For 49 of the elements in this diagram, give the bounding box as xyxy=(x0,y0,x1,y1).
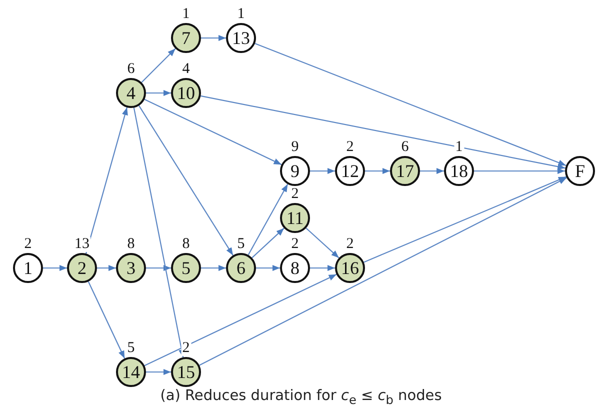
activity-node: 13 xyxy=(226,23,256,53)
activity-node-highlighted: 4 xyxy=(116,78,146,108)
activity-node-highlighted: 16 xyxy=(335,253,365,283)
activity-node-highlighted: 15 xyxy=(171,357,201,387)
activity-node: F xyxy=(565,156,595,186)
arrow xyxy=(144,98,282,166)
arrow xyxy=(364,176,566,263)
arrow xyxy=(256,264,280,272)
arrow xyxy=(141,48,176,83)
activity-node-highlighted: 6 xyxy=(226,253,256,283)
activity-node: 9 xyxy=(280,156,310,186)
arrow xyxy=(310,264,335,272)
duration-label: 13 xyxy=(74,237,90,252)
activity-node-highlighted: 17 xyxy=(390,156,420,186)
arrow xyxy=(138,105,234,256)
duration-label: 2 xyxy=(181,341,191,356)
arrow xyxy=(97,264,116,272)
activity-node-highlighted: 10 xyxy=(171,78,201,108)
arrow xyxy=(306,228,340,258)
arrow xyxy=(365,168,390,174)
activity-node: 1 xyxy=(13,253,43,283)
activity-node: 18 xyxy=(444,156,474,186)
arrow xyxy=(201,264,226,272)
activity-node-highlighted: 11 xyxy=(280,203,310,233)
arrow xyxy=(146,368,171,376)
arrow xyxy=(133,108,185,358)
arrow xyxy=(146,264,171,272)
activity-node-highlighted: 5 xyxy=(171,253,201,283)
activity-node-highlighted: 3 xyxy=(116,253,146,283)
arrow xyxy=(252,228,284,258)
activity-node: 12 xyxy=(335,156,365,186)
arrow xyxy=(201,34,226,42)
arrow xyxy=(310,168,335,174)
arrow xyxy=(88,281,126,359)
activity-node-highlighted: 2 xyxy=(67,253,97,283)
activity-node-highlighted: 14 xyxy=(116,357,146,387)
figure-caption: (a) Reduces duration for c$_{e}$ ≤ c$_{b}$ nodes xyxy=(159,388,443,407)
arrow xyxy=(199,177,567,366)
arrow xyxy=(144,274,337,366)
arrow xyxy=(254,42,566,166)
activity-node: 8 xyxy=(280,253,310,283)
arrow xyxy=(85,107,128,254)
arrow xyxy=(43,264,67,272)
arrow xyxy=(474,168,565,174)
arrow xyxy=(200,95,566,170)
arrow xyxy=(420,168,444,174)
arrow xyxy=(146,90,171,96)
activity-node-highlighted: 7 xyxy=(171,23,201,53)
arrow xyxy=(248,184,288,256)
